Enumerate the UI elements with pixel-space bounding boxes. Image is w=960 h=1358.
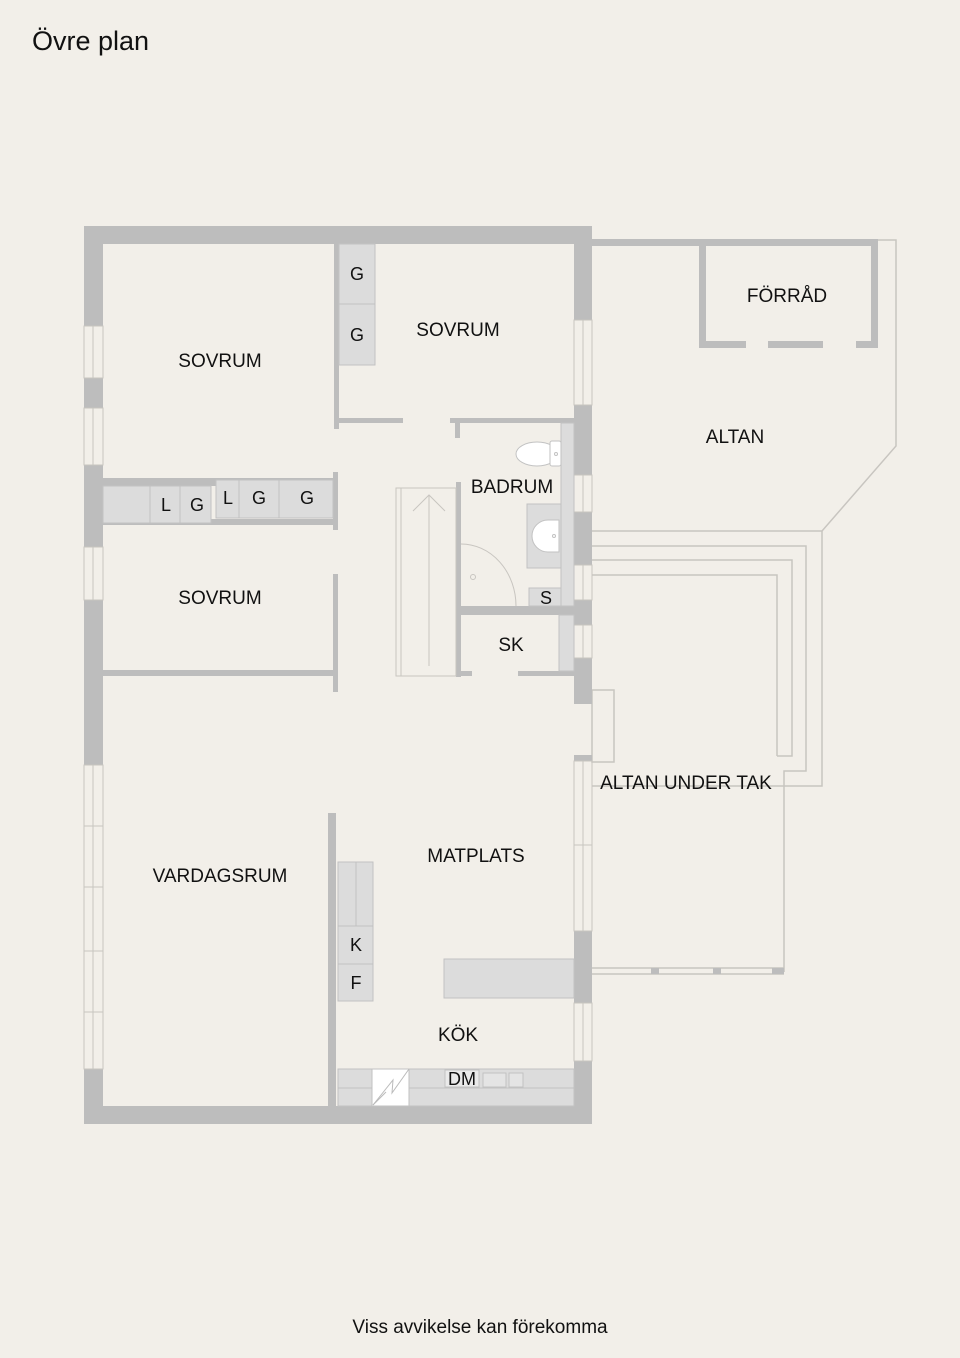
wardrobe-label: G (350, 264, 364, 284)
room-label-altan-under-tak: ALTAN UNDER TAK (600, 773, 772, 794)
closet-label: L (161, 495, 171, 515)
room-label-kok: KÖK (438, 1025, 478, 1046)
sink-icon (531, 519, 560, 553)
room-label-sovrum: SOVRUM (178, 588, 261, 609)
dishwasher-label: DM (448, 1069, 476, 1089)
fridge-label: K (350, 935, 362, 955)
shower-area (460, 543, 517, 607)
page-title: Övre plan (32, 26, 150, 56)
closet-label: G (300, 488, 314, 508)
wardrobe-label: G (350, 325, 364, 345)
forrad-walls (592, 239, 878, 348)
room-label-forrad: FÖRRÅD (747, 286, 827, 307)
closet-label: G (252, 488, 266, 508)
exterior-walls (84, 226, 592, 1124)
room-label-badrum: BADRUM (471, 477, 553, 498)
disclaimer: Viss avvikelse kan förekomma (352, 1317, 608, 1338)
room-label-vardagsrum: VARDAGSRUM (153, 866, 288, 887)
room-label-altan: ALTAN (706, 427, 764, 448)
terrace-posts (651, 968, 784, 974)
staircase (395, 487, 457, 677)
room-label-sovrum: SOVRUM (416, 320, 499, 341)
room-label-matplats: MATPLATS (427, 846, 524, 867)
freezer-label: F (351, 973, 362, 993)
stove-icon (371, 1068, 410, 1107)
altan-outline (591, 239, 897, 975)
closet-label: L (223, 488, 233, 508)
room-label-sovrum: SOVRUM (178, 351, 261, 372)
toilet-icon (515, 440, 562, 467)
closet-label: G (190, 495, 204, 515)
room-label-sk: SK (498, 635, 524, 656)
shower-label: S (540, 588, 552, 608)
